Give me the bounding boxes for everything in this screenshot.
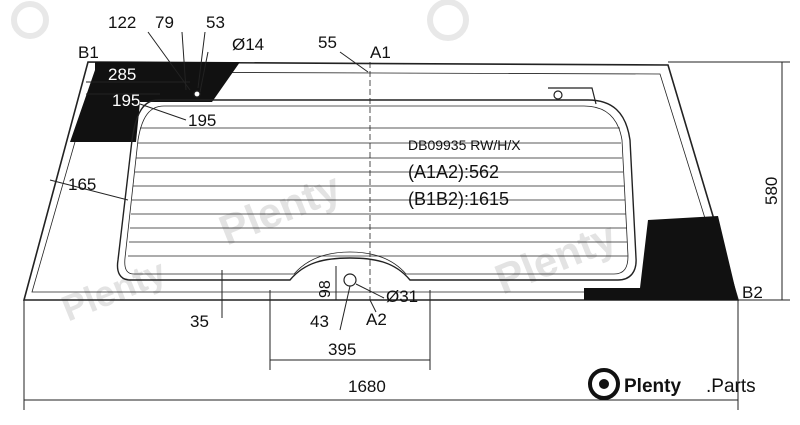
heater-grid-inner xyxy=(124,105,629,275)
brand-name: Plenty xyxy=(624,376,681,397)
point-a1-label: A1 xyxy=(370,43,391,62)
frit-right xyxy=(584,216,738,300)
dim-79: 79 xyxy=(155,13,174,32)
watermark-brand: Plenty xyxy=(213,163,348,254)
dim-53: 53 xyxy=(206,13,225,32)
dim-395: 395 xyxy=(328,340,356,359)
dimension-lines xyxy=(23,31,790,410)
heater-lines xyxy=(128,127,628,257)
watermark-brand-left: Plenty xyxy=(56,251,172,329)
a1a2-label: (A1A2):562 xyxy=(408,162,499,182)
dim-43: 43 xyxy=(310,312,329,331)
point-b1-label: B1 xyxy=(78,43,99,62)
dim-285: 285 xyxy=(108,65,136,84)
dim-165: 165 xyxy=(68,175,96,194)
dim-55: 55 xyxy=(318,33,337,52)
dim-122: 122 xyxy=(108,13,136,32)
dim-580: 580 xyxy=(762,177,781,205)
dim-31: Ø31 xyxy=(386,287,418,306)
dim-195-lower: 195 xyxy=(188,111,216,130)
dim-14: Ø14 xyxy=(232,35,264,54)
watermark-logo-icon xyxy=(427,0,469,41)
dim-98: 98 xyxy=(317,280,334,298)
b1b2-label: (B1B2):1615 xyxy=(408,189,509,209)
dim-195-top: 195 xyxy=(112,91,140,110)
brand-logo: Plenty .Parts xyxy=(588,368,756,400)
watermark-logo-icon xyxy=(11,1,49,39)
dim-1680: 1680 xyxy=(348,377,386,396)
frit-top-left xyxy=(70,62,240,142)
part-code: DB09935 RW/H/X xyxy=(408,137,521,153)
wiper-hole-icon xyxy=(343,273,357,287)
point-b2-label: B2 xyxy=(742,283,763,302)
dim-35: 35 xyxy=(190,312,209,331)
top-lip xyxy=(548,87,597,105)
brand-suffix: .Parts xyxy=(706,376,756,397)
heater-grid-outline xyxy=(116,99,637,281)
top-hole-icon xyxy=(553,90,563,100)
hole-14-icon xyxy=(193,90,201,98)
point-a2-label: A2 xyxy=(366,310,387,329)
